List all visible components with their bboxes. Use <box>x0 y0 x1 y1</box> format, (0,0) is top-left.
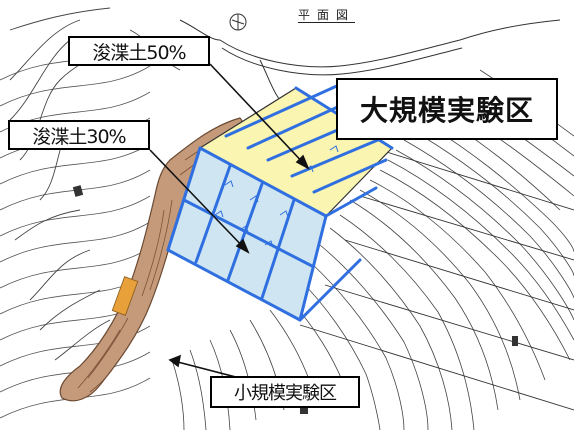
plan-title: 平面図 <box>298 8 356 23</box>
right-grid-lines <box>299 149 574 411</box>
contour-line <box>0 65 151 107</box>
small-scale-area-label: 小規模実験区 <box>210 376 360 408</box>
berm-label-tag <box>111 276 139 316</box>
dredged-soil-30-label: 浚渫土30% <box>8 120 150 150</box>
contour-line <box>0 247 151 289</box>
contour-line <box>0 195 151 237</box>
compass-symbol <box>229 13 247 31</box>
dredged-soil-50-label: 浚渫土50% <box>68 36 210 66</box>
large-scale-area-label: 大規模実験区 <box>336 78 558 140</box>
contour-line <box>0 143 151 185</box>
small-figures <box>72 185 518 414</box>
contour-line <box>0 221 151 263</box>
left-hill-contours <box>9 7 181 361</box>
survey-marks <box>214 145 339 248</box>
